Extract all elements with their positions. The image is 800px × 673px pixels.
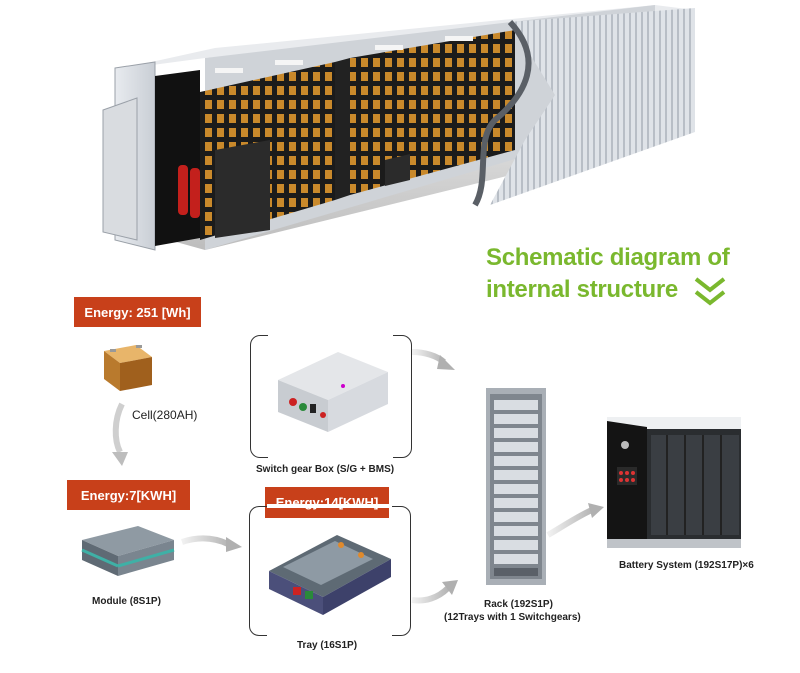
rack-label-line2: (12Trays with 1 Switchgears)	[444, 612, 581, 623]
flow-arrow-icon	[437, 355, 455, 370]
flow-arrow-icon	[588, 503, 604, 518]
switchgear-label: Switch gear Box (S/G + BMS)	[256, 464, 395, 475]
flow-arrow-icon	[112, 452, 128, 466]
flow-arrow-icon	[112, 402, 125, 454]
module-label: Module (8S1P)	[92, 596, 161, 607]
switchgear-image	[278, 352, 388, 432]
energy-tag-cell: Energy: 251 [Wh]	[74, 297, 201, 327]
flow-arrow-icon	[411, 585, 451, 604]
flow-arrow-icon	[226, 537, 242, 552]
flow-arrow-icon	[442, 580, 458, 595]
energy-tag-module: Energy:7[KWH]	[67, 480, 190, 510]
double-chevron-down-icon	[694, 277, 726, 306]
tray-label: Tray (16S1P)	[297, 640, 358, 651]
flow-arrow-icon	[181, 535, 230, 547]
rack-image	[486, 388, 546, 585]
module-image	[81, 526, 175, 576]
container-cutaway-illustration	[102, 5, 695, 251]
diagram-title-line2: internal structure	[486, 276, 678, 303]
flow-arrow-icon	[546, 507, 594, 538]
battery-system-photo	[607, 417, 741, 548]
battery-system-label: Battery System (192S17P)×6	[619, 560, 754, 571]
cell-label: Cell(280AH)	[132, 408, 198, 422]
rack-label-line1: Rack (192S1P)	[484, 599, 553, 610]
tray-image	[269, 535, 391, 615]
cell-image	[104, 345, 152, 391]
diagram-title-line1: Schematic diagram of	[486, 244, 730, 271]
